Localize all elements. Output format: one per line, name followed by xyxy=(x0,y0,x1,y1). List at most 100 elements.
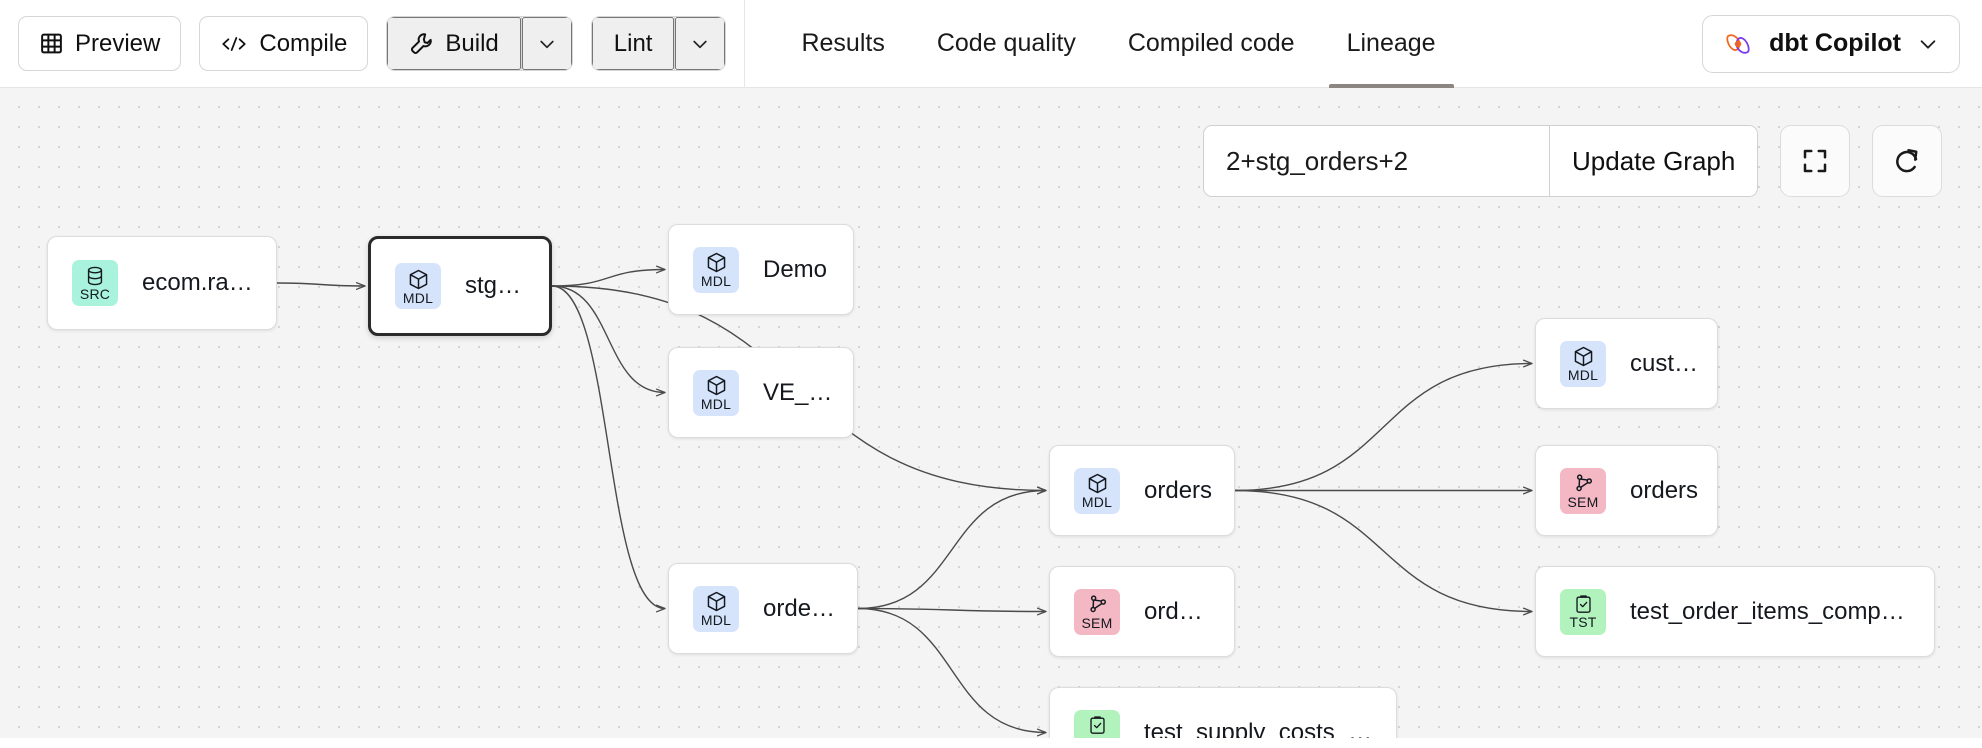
lineage-edge-stg_orders-to-ve_demo xyxy=(551,285,666,397)
graph-selector-group: Update Graph xyxy=(1203,125,1759,197)
chevron-down-icon xyxy=(537,34,557,54)
node-label: order_item xyxy=(1144,597,1234,625)
lineage-edge-stg_orders-to-demo xyxy=(551,265,666,287)
tab-compiled-code[interactable]: Compiled code xyxy=(1102,0,1321,88)
tab-label: Results xyxy=(801,29,885,57)
table-icon xyxy=(39,31,64,56)
node-type-badge-tst: TST xyxy=(1560,588,1606,635)
tab-results[interactable]: Results xyxy=(775,0,910,88)
node-label: test_order_items_compute_to_bools_c… xyxy=(1630,597,1934,625)
wrench-icon xyxy=(409,31,434,56)
lineage-edge-order_items-to-order_item_sem xyxy=(857,607,1047,616)
selector-divider xyxy=(1549,126,1550,196)
cube-icon xyxy=(407,268,430,291)
chevron-down-icon xyxy=(690,34,710,54)
chevron-down-icon xyxy=(1917,33,1939,55)
node-type-badge-sem: SEM xyxy=(1074,588,1120,635)
build-dropdown-button[interactable] xyxy=(521,17,572,70)
node-type-badge-tst: TST xyxy=(1074,709,1120,738)
node-type-label: SEM xyxy=(1081,615,1113,631)
fullscreen-icon xyxy=(1800,146,1830,176)
node-type-label: MDL xyxy=(700,612,732,628)
test-icon xyxy=(1573,594,1594,615)
node-type-badge-mdl: MDL xyxy=(693,369,739,416)
topbar-right: dbt Copilot xyxy=(1702,14,1982,73)
dbt-copilot-icon xyxy=(1723,29,1753,59)
preview-button-label: Preview xyxy=(75,29,161,57)
build-button-label: Build xyxy=(445,29,499,57)
cube-icon xyxy=(705,590,728,613)
lineage-node-customers[interactable]: MDLcustomers xyxy=(1535,318,1718,409)
panel-tabs: Results Code quality Compiled code Lineage xyxy=(775,0,1461,88)
lineage-node-orders_sem[interactable]: SEM orders xyxy=(1535,445,1718,536)
cube-icon xyxy=(1086,472,1109,495)
lineage-edge-orders_mdl-to-test_order_items xyxy=(1234,489,1533,616)
update-graph-button[interactable]: Update Graph xyxy=(1550,126,1758,196)
toolbar-divider xyxy=(744,0,746,88)
node-label: ecom.raw_orders xyxy=(142,269,276,296)
code-icon xyxy=(220,32,248,56)
node-label: stg_orders xyxy=(465,272,549,299)
lineage-edge-order_items-to-orders_mdl xyxy=(857,486,1047,610)
graph-selector-input[interactable] xyxy=(1204,126,1549,196)
node-type-badge-mdl: MDL xyxy=(693,246,739,293)
lineage-node-stg_orders[interactable]: MDL stg_orders xyxy=(368,236,552,336)
semantic-icon xyxy=(1572,472,1595,495)
node-type-badge-mdl: MDL xyxy=(395,263,441,309)
lineage-node-demo[interactable]: MDL Demo xyxy=(668,224,854,315)
node-type-label: MDL xyxy=(402,289,434,306)
lineage-node-ve_demo[interactable]: MDL VE_Demo xyxy=(668,347,854,438)
lineage-node-order_item_sem[interactable]: SEM order_item xyxy=(1049,566,1235,657)
compile-button[interactable]: Compile xyxy=(199,16,369,71)
node-type-label: MDL xyxy=(1567,367,1599,383)
node-type-label: TST xyxy=(1083,736,1110,738)
graph-controls: Update Graph xyxy=(1203,125,1943,197)
database-icon xyxy=(84,265,106,287)
node-type-label: SEM xyxy=(1567,494,1599,510)
cube-icon xyxy=(705,374,728,397)
node-type-badge-mdl: MDL xyxy=(1560,340,1606,387)
lint-button-group: Lint xyxy=(590,16,727,71)
lineage-node-ecom_raw_orders[interactable]: SRC ecom.raw_orders xyxy=(47,236,277,330)
lineage-canvas[interactable]: SRCecom.raw_ordersMDLstg_ordersMDLDemoMD… xyxy=(0,88,1982,738)
node-label: orders xyxy=(1144,476,1213,504)
lineage-node-test_order_items[interactable]: TST test_order_items_compute_to_bools_c… xyxy=(1535,566,1935,657)
cube-icon xyxy=(705,251,728,274)
test-icon xyxy=(1087,715,1108,736)
lineage-edge-order_items-to-test_supply_costs xyxy=(857,607,1047,737)
fullscreen-button[interactable] xyxy=(1780,125,1851,197)
cube-icon xyxy=(1572,345,1595,368)
lint-dropdown-button[interactable] xyxy=(675,17,726,70)
build-button[interactable]: Build xyxy=(387,17,521,70)
editor-action-buttons: Preview Compile xyxy=(0,0,727,88)
preview-button[interactable]: Preview xyxy=(18,16,182,71)
node-type-label: MDL xyxy=(1081,494,1113,510)
tab-label: Code quality xyxy=(936,29,1076,57)
tab-code-quality[interactable]: Code quality xyxy=(911,0,1102,88)
lineage-edge-ecom_raw_orders-to-stg_orders xyxy=(276,282,366,290)
lineage-node-orders_mdl[interactable]: MDL orders xyxy=(1049,445,1235,536)
compile-button-label: Compile xyxy=(259,29,348,57)
refresh-button[interactable] xyxy=(1872,125,1943,197)
tab-label: Lineage xyxy=(1346,29,1436,57)
node-label: Demo xyxy=(763,255,828,283)
node-type-badge-mdl: MDL xyxy=(693,585,739,632)
refresh-icon xyxy=(1892,146,1922,176)
node-type-label: TST xyxy=(1569,614,1597,630)
node-label: order_items xyxy=(763,594,857,622)
tab-lineage[interactable]: Lineage xyxy=(1321,0,1462,88)
dbt-copilot-button[interactable]: dbt Copilot xyxy=(1702,14,1960,73)
lint-button[interactable]: Lint xyxy=(591,17,675,70)
lint-divider xyxy=(674,17,676,70)
dbt-copilot-label: dbt Copilot xyxy=(1769,29,1901,57)
node-label: VE_Demo xyxy=(763,378,853,406)
node-type-label: MDL xyxy=(700,396,732,412)
node-type-label: SRC xyxy=(79,286,111,302)
node-label: orders xyxy=(1630,476,1699,504)
node-type-badge-sem: SEM xyxy=(1560,467,1606,514)
tab-label: Compiled code xyxy=(1127,29,1295,57)
lint-button-label: Lint xyxy=(613,29,653,57)
lineage-node-order_items[interactable]: MDL order_items xyxy=(668,563,858,654)
